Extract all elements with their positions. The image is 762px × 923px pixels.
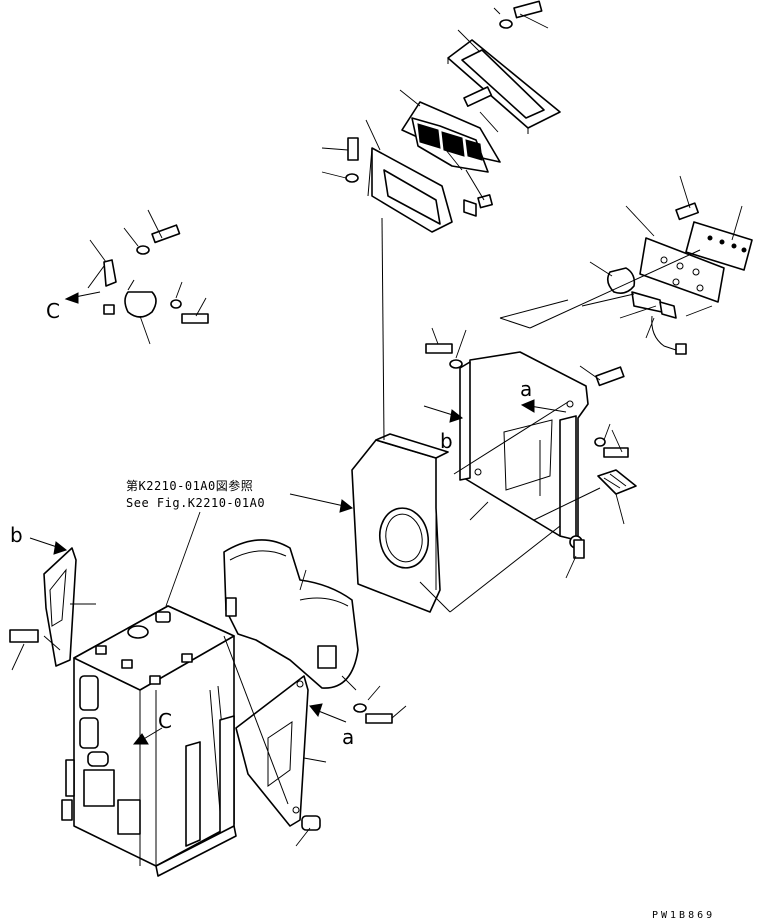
c-view-arrow-frame: C [132,709,172,745]
reference-note-jp: 第K2210-01A0図参照 [126,478,253,493]
drawing-code: PW1B869 [652,910,715,921]
view-label-c-left: C [46,299,60,323]
c-bracket-assembly [87,224,209,324]
cover-bolt-washer-top [425,343,463,369]
vent-louver-unit [401,101,501,209]
a-view-arrow-bottom: a [309,703,354,749]
air-duct [223,539,359,689]
vent-bolt [463,86,493,107]
c-view-arrow-left: C [46,291,101,323]
duct-bolt-washer-lower [353,703,393,724]
top-bolt-washer [499,0,543,29]
reference-leader [165,511,201,607]
main-frame [61,605,237,877]
cover-bolt-right [594,366,629,458]
assembly-lines [223,299,601,805]
view-label-a-bottom: a [342,725,354,749]
rubber-pad [597,469,637,495]
left-side-panel [9,547,77,667]
top-grille-cover [447,39,561,134]
reference-arrow [289,493,354,513]
right-side-panel [235,675,321,831]
leader-lines [11,7,743,847]
view-label-c-frame: C [158,709,172,733]
b-view-arrow-top: b [423,405,464,453]
cover-bolt-lower [569,535,585,559]
b-view-arrow-side: b [10,523,68,555]
view-label-b-side: b [10,523,23,547]
view-label-a-top: a [520,377,532,401]
switch-mount-bracket [529,237,725,355]
vent-duct-bracket [367,147,477,233]
rear-cover-panel [459,351,589,541]
reference-note-en: See Fig.K2210-01A0 [126,496,265,510]
a-view-arrow-top: a [520,377,567,413]
view-label-b-top: b [440,429,453,453]
switch-panel-plate [675,202,753,271]
fan-housing [351,217,449,613]
duct-bolt-washer [345,137,359,183]
